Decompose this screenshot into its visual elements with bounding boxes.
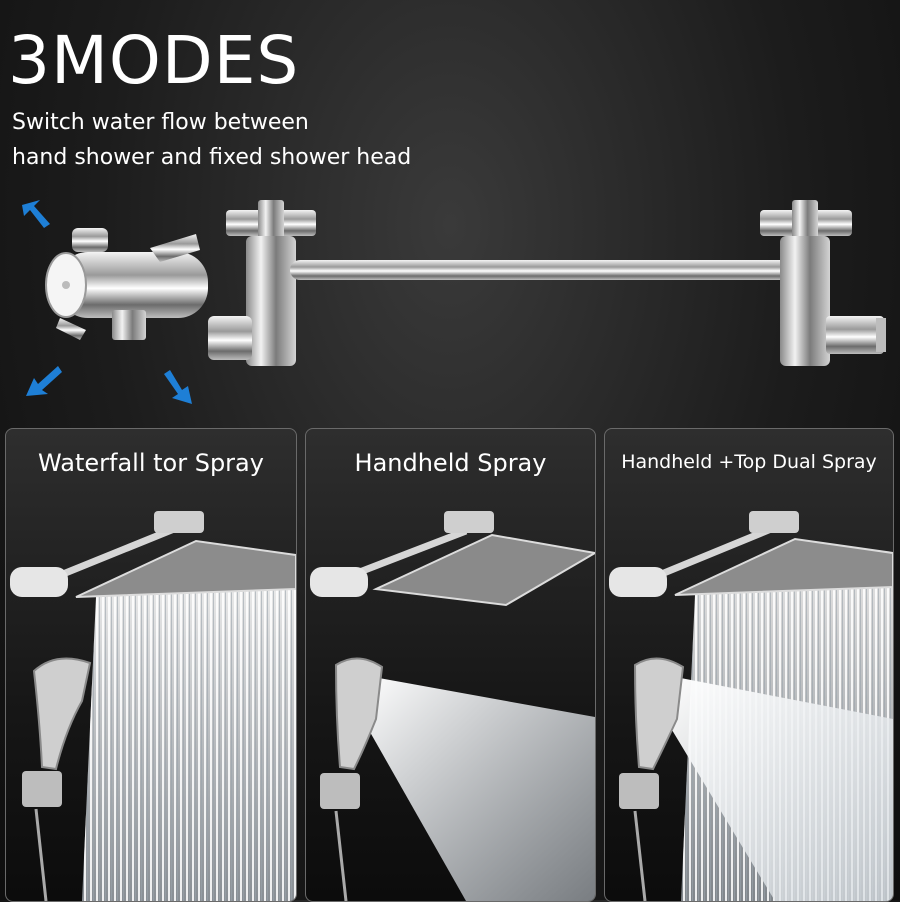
extension-arm xyxy=(208,200,886,366)
dual-spray-illustration xyxy=(609,511,893,901)
mode-card-waterfall: Waterfall tor Spray xyxy=(5,428,297,902)
rainfall-shower-head xyxy=(674,537,893,596)
mode-card-handheld: Handheld Spray xyxy=(305,428,596,902)
subtitle-line-1: Switch water flow between xyxy=(12,110,309,135)
rainfall-shower-head xyxy=(75,539,296,598)
rainfall-shower-head xyxy=(372,533,595,607)
page-title: 3MODES xyxy=(8,22,300,99)
rotate-arrow-icon xyxy=(22,200,50,228)
mode-card-dual: Handheld +Top Dual Spray xyxy=(604,428,894,902)
handheld-illustration xyxy=(310,511,595,901)
handheld-shower-head xyxy=(619,657,685,901)
handheld-shower-head xyxy=(320,657,384,901)
subtitle-line-2: hand shower and fixed shower head xyxy=(12,145,412,170)
diverter-valve xyxy=(45,228,208,340)
mode-label: Handheld +Top Dual Spray xyxy=(621,451,877,473)
rotate-arrow-icon xyxy=(26,366,62,396)
rotate-arrow-icon xyxy=(164,370,192,404)
handheld-shower-head xyxy=(22,657,92,901)
waterfall-illustration xyxy=(10,511,296,901)
mode-label: Handheld Spray xyxy=(354,449,547,477)
mode-label: Waterfall tor Spray xyxy=(38,449,264,477)
product-hero xyxy=(22,200,886,404)
